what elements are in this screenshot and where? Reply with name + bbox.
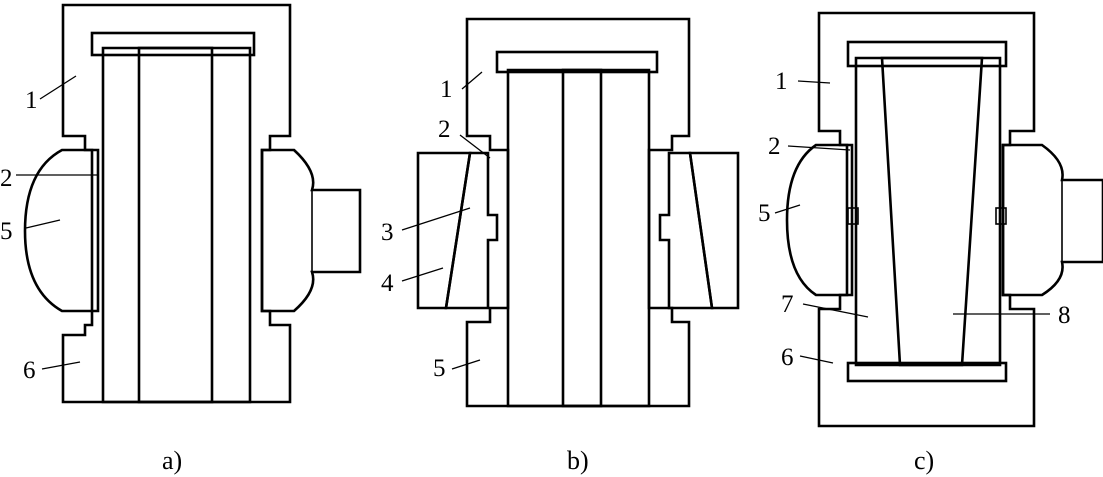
label-c-5: 5 <box>758 200 771 227</box>
label-a-2: 2 <box>0 165 13 192</box>
figure-b <box>416 17 740 408</box>
housing <box>465 17 691 408</box>
inner-ring-left <box>444 151 499 310</box>
taper-mandrel <box>880 56 984 367</box>
part-labels: 1 2 5 6 1 2 3 4 5 1 2 5 6 7 8 <box>0 68 1071 384</box>
label-c-8: 8 <box>1058 302 1071 329</box>
label-b-4: 4 <box>381 270 394 297</box>
bore <box>137 46 214 404</box>
label-b-1: 1 <box>440 76 453 103</box>
caption-b: b) <box>567 446 589 475</box>
workpiece-right <box>260 148 362 313</box>
top-recess <box>846 40 1008 68</box>
label-b-5: 5 <box>433 355 446 382</box>
top-recess <box>495 50 659 74</box>
caption-c: c) <box>914 446 934 475</box>
label-b-2: 2 <box>438 116 451 143</box>
leader-lines <box>16 71 1050 370</box>
figure-c <box>785 11 1103 428</box>
label-a-6: 6 <box>23 357 36 384</box>
workpiece-right <box>1001 143 1103 297</box>
label-a-1: 1 <box>25 87 38 114</box>
sleeve <box>101 46 252 404</box>
workpiece-left <box>23 148 100 313</box>
label-c-2: 2 <box>768 133 781 160</box>
figure-a <box>23 3 362 404</box>
label-c-6: 6 <box>781 344 794 371</box>
workpiece-left <box>785 143 854 297</box>
bottom-recess <box>846 361 1008 383</box>
outer-ring-right <box>688 151 740 310</box>
captions: a) b) c) <box>162 446 934 475</box>
caption-a: a) <box>162 446 182 475</box>
label-b-3: 3 <box>381 219 394 246</box>
outer-ring-left <box>416 151 472 310</box>
bore <box>561 68 603 408</box>
label-a-5: 5 <box>0 218 13 245</box>
label-c-7: 7 <box>781 291 794 318</box>
inner-ring-right <box>658 151 714 310</box>
top-recess <box>90 31 256 57</box>
shaft <box>506 68 651 408</box>
label-c-1: 1 <box>775 68 788 95</box>
